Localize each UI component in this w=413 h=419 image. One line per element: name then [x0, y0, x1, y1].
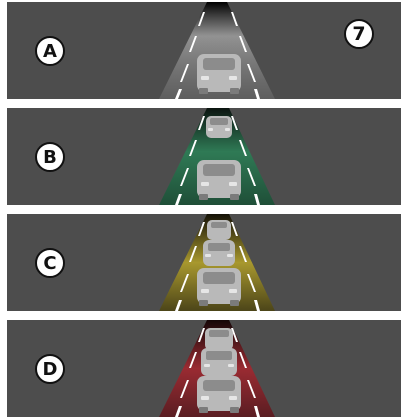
- car-icon: [197, 376, 241, 413]
- car-icon: [197, 268, 241, 306]
- panel-b: B: [7, 108, 401, 205]
- panel-label-badge: A: [35, 36, 65, 66]
- car-icon: [206, 116, 232, 138]
- car-icon: [205, 328, 233, 350]
- panel-label-badge: D: [35, 354, 65, 384]
- panel-a: A 7 79113: [7, 2, 401, 99]
- panel-c: C: [7, 214, 401, 311]
- road-illustration-a: [7, 2, 401, 99]
- car-icon: [203, 240, 235, 266]
- panel-d: D: [7, 320, 401, 417]
- figure-number-badge: 7: [344, 19, 374, 49]
- car-icon: [201, 348, 237, 376]
- road-illustration-d: [7, 320, 401, 417]
- panel-label-badge: B: [35, 142, 65, 172]
- car-icon: [207, 220, 231, 240]
- road-illustration-c: [7, 214, 401, 311]
- car-icon: [197, 160, 241, 200]
- car-icon: [197, 54, 241, 94]
- road-illustration-b: [7, 108, 401, 205]
- panel-label-badge: C: [35, 248, 65, 278]
